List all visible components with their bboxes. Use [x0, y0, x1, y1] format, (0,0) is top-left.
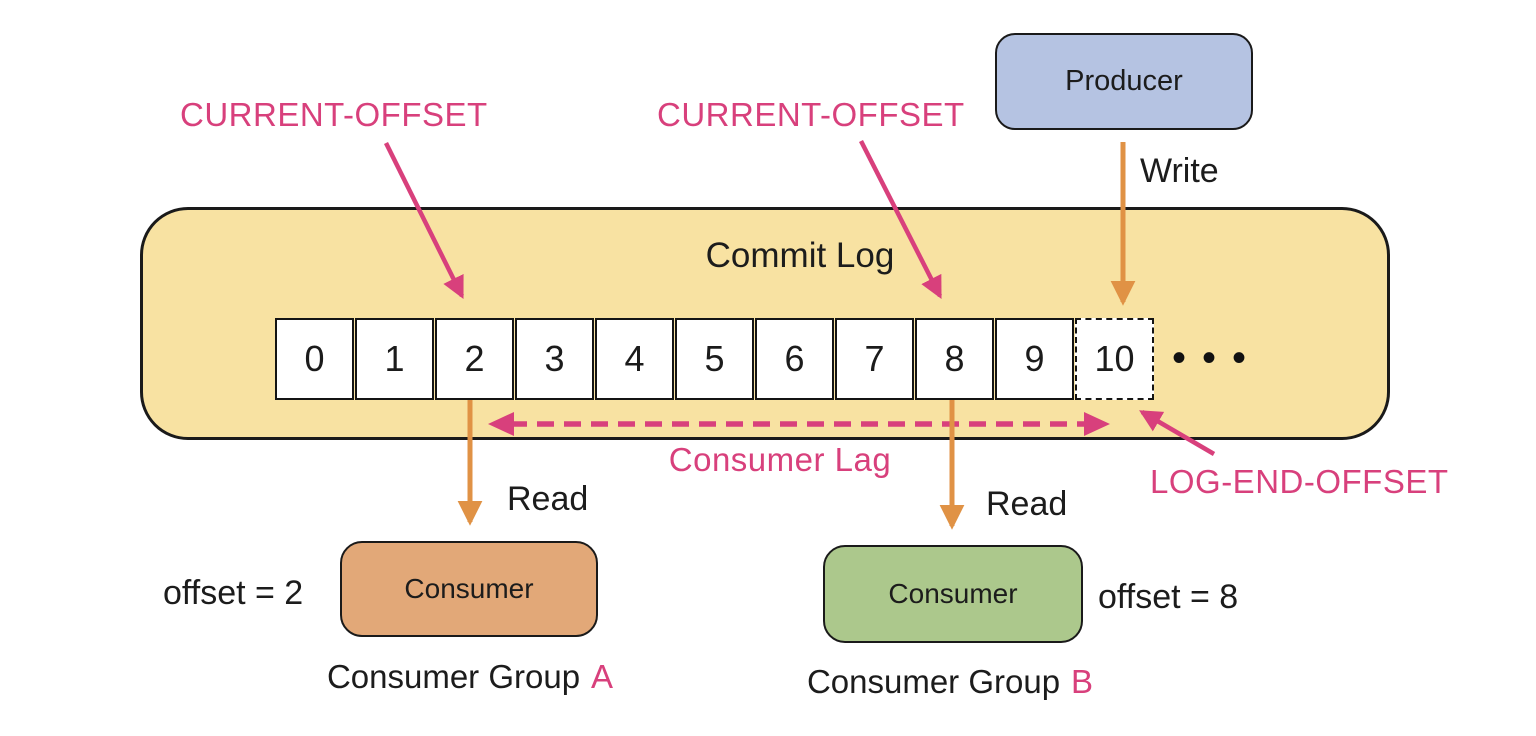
consumer-box-b: Consumer: [823, 545, 1083, 643]
log-cell-1: 1: [355, 318, 434, 400]
current-offset-right-label: CURRENT-OFFSET: [657, 96, 965, 133]
write-label: Write: [1140, 152, 1219, 190]
offset-value-b: offset = 8: [1098, 578, 1239, 616]
log-end-offset-label: LOG-END-OFFSET: [1150, 463, 1449, 500]
consumer-group-b-label: Consumer Group B: [800, 663, 1100, 701]
offset-value-a: offset = 2: [163, 574, 304, 612]
log-cell-10-next-write: 10: [1075, 318, 1154, 400]
read-label-b: Read: [986, 485, 1068, 523]
log-cell-5: 5: [675, 318, 754, 400]
group-a-text: Consumer Group: [326, 658, 581, 695]
consumer-lag-label: Consumer Lag: [668, 441, 892, 478]
read-label-a: Read: [507, 480, 589, 518]
log-cell-3: 3: [515, 318, 594, 400]
consumer-box-a: Consumer: [340, 541, 598, 637]
consumer-group-a-label: Consumer Group A: [315, 658, 625, 696]
group-a-letter: A: [591, 658, 614, 695]
consumer-b-label: Consumer: [888, 578, 1018, 609]
log-cell-6: 6: [755, 318, 834, 400]
more-cells-ellipsis-icon: •••: [1172, 336, 1263, 380]
commit-log-title: Commit Log: [705, 236, 895, 275]
commit-log-cells: 0 1 2 3 4 5 6 7 8 9 10: [275, 318, 1154, 400]
group-b-text: Consumer Group: [806, 663, 1061, 700]
producer-box: Producer: [995, 33, 1253, 130]
log-cell-7: 7: [835, 318, 914, 400]
log-cell-8: 8: [915, 318, 994, 400]
log-cell-2: 2: [435, 318, 514, 400]
group-b-letter: B: [1071, 663, 1094, 700]
consumer-a-label: Consumer: [404, 573, 534, 604]
log-cell-0: 0: [275, 318, 354, 400]
log-cell-9: 9: [995, 318, 1074, 400]
current-offset-left-label: CURRENT-OFFSET: [180, 96, 488, 133]
log-cell-4: 4: [595, 318, 674, 400]
producer-label: Producer: [1065, 65, 1183, 97]
